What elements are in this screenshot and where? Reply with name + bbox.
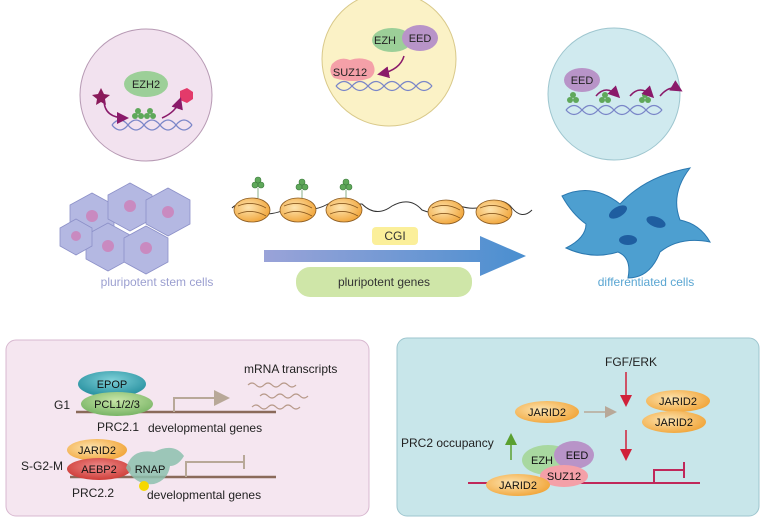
methyl-marks-1: [132, 108, 156, 119]
nucleosome-2: [279, 197, 317, 223]
nucleosome-dna-3: [565, 104, 663, 116]
jarid2-left-label: JARID2: [78, 445, 116, 457]
mrna-waves: [247, 382, 309, 410]
h3k27me3-marks: [251, 176, 353, 198]
nucleosome-5: [475, 199, 513, 225]
star-icon: [92, 88, 110, 105]
nucleosome-1: [233, 197, 271, 223]
eed-right-label: EED: [566, 450, 589, 462]
differentiation-arrow: [264, 236, 526, 276]
cell-cycle-panel: G1 EPOP PCL1/2/3 PRC2.1 developmental ge…: [5, 339, 370, 517]
fgf-erk-label: FGF/ERK: [605, 355, 657, 369]
nucleosome-3: [325, 197, 363, 223]
dev-genes-label-2: developmental genes: [147, 488, 261, 502]
g1-label: G1: [54, 398, 70, 412]
rnap-shape: [126, 447, 184, 485]
differentiated-cells-label: differentiated cells: [598, 275, 695, 289]
pluripotent-genes-box: [296, 267, 472, 297]
cgi-label: CGI: [384, 229, 405, 243]
jarid2-right-c-label: JARID2: [655, 417, 693, 429]
eed-label-3: EED: [571, 75, 594, 87]
jarid2-right-d-label: JARID2: [499, 480, 537, 492]
nucleosome-4: [427, 199, 465, 225]
sg2m-label: S-G2-M: [21, 459, 63, 473]
prc2-occupancy-label: PRC2 occupancy: [401, 436, 494, 450]
eed-label: EED: [409, 33, 432, 45]
epop-label: EPOP: [97, 379, 128, 391]
stem-cells-illustration: [59, 182, 191, 275]
ezh-right-label: EZH: [531, 455, 553, 467]
suz12-right-label: SUZ12: [547, 471, 581, 483]
pcl-label: PCL1/2/3: [94, 399, 140, 411]
yellow-dot-icon: [139, 481, 149, 491]
rnap-label: RNAP: [135, 464, 166, 476]
differentiated-cells-illustration: [561, 167, 711, 279]
prc21-label: PRC2.1: [97, 420, 139, 434]
chromatin-fiber: [231, 176, 533, 225]
cgi-box: [372, 227, 418, 245]
prc22-label: PRC2.2: [72, 486, 114, 500]
stem-cells-label: pluripotent stem cells: [101, 275, 214, 289]
suz12-label: SUZ12: [333, 67, 367, 79]
circle-prc2-complex: EZH EED SUZ12: [321, 0, 457, 127]
nucleosome-dna-2: [335, 80, 433, 92]
circle-pluripotent-state: EZH2: [79, 28, 213, 162]
fgf-erk-panel: FGF/ERK JARID2 JARID2 JARID2 PRC2 occupa…: [396, 337, 760, 517]
aebp2-label: AEBP2: [81, 464, 116, 476]
mrna-label: mRNA transcripts: [244, 362, 337, 376]
ezh-label: EZH: [374, 35, 396, 47]
jarid2-right-a-label: JARID2: [528, 407, 566, 419]
circle-differentiated-state: EED: [547, 27, 683, 161]
pluripotent-genes-label: pluripotent genes: [338, 275, 430, 289]
hexagon-icon: [180, 88, 193, 103]
ezh2-label: EZH2: [132, 79, 160, 91]
dev-genes-label-1: developmental genes: [148, 421, 262, 435]
jarid2-right-b-label: JARID2: [659, 396, 697, 408]
